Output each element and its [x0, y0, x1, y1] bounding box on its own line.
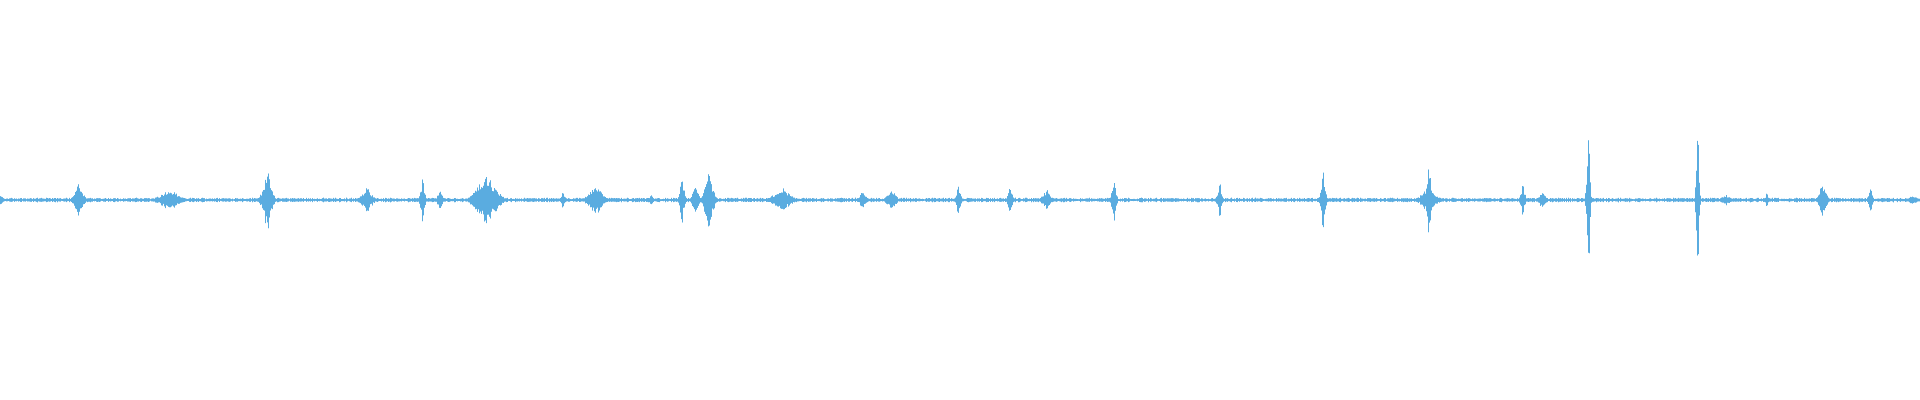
- waveform-samples: [0, 140, 1920, 256]
- waveform-path: [0, 140, 1920, 256]
